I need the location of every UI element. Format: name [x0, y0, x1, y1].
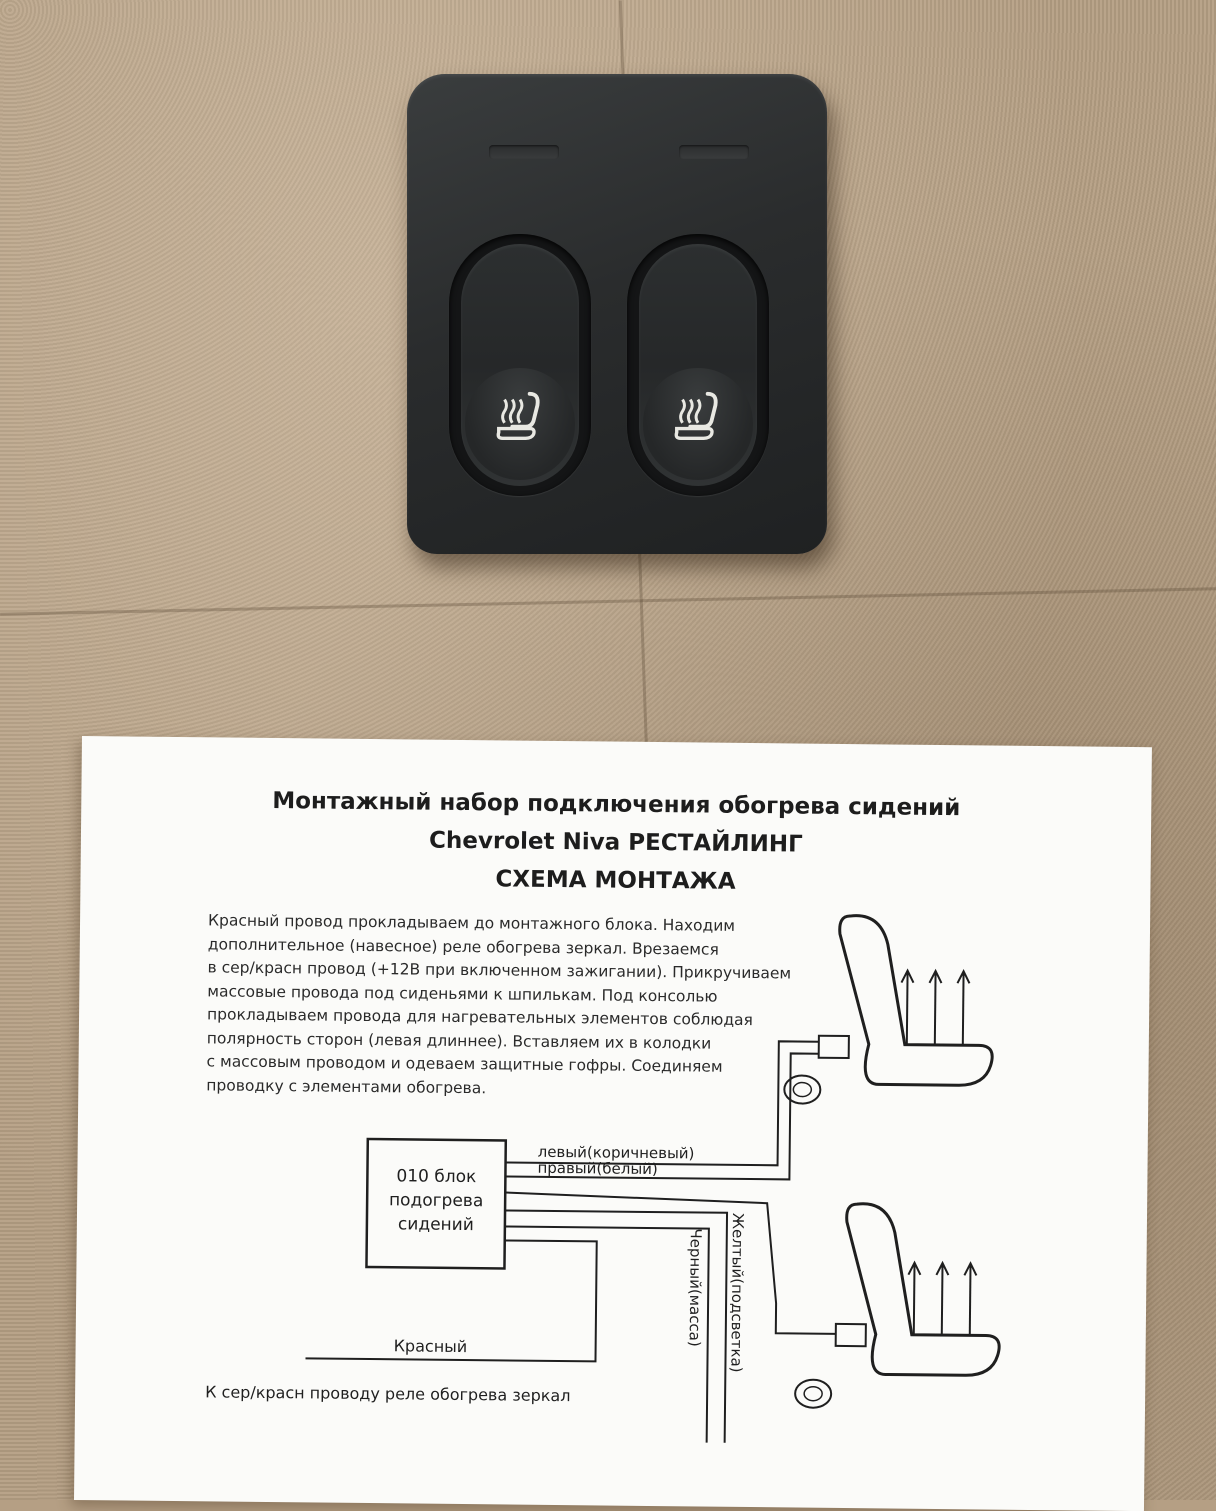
seat-heater-icon [496, 391, 540, 440]
ground-ring-top [783, 1074, 822, 1105]
block-label-line3: сидений [398, 1214, 474, 1235]
seat-heater-switch-panel [407, 74, 827, 554]
wire-red [305, 1239, 598, 1363]
switch-well-right [627, 234, 769, 496]
seat-bottom-drawing [794, 1202, 1001, 1409]
bottom-note: К сер/красн проводу реле обогрева зеркал [205, 1382, 571, 1405]
indicator-light-left [489, 145, 559, 159]
wire-yellow-label: Желтый(подсветка) [727, 1213, 747, 1373]
wire-left-brown [505, 1040, 819, 1167]
wire-right-white [505, 1052, 819, 1181]
instruction-sheet: Монтажный набор подключения обогрева сид… [73, 736, 1152, 1511]
button-press-zone [643, 368, 753, 480]
wire-red-label: Красный [394, 1336, 468, 1356]
wire-black [504, 1225, 710, 1443]
switch-well-left [449, 234, 591, 496]
wiring-diagram: 010 блок подогрева сидений левый(коричне… [205, 914, 1001, 1443]
seat-top-drawing [783, 914, 994, 1105]
indicator-light-right [679, 145, 749, 159]
heater-control-block [365, 1137, 508, 1270]
seat-heater-button-left[interactable] [461, 244, 579, 486]
seat-heater-icon [674, 391, 718, 440]
wire-black-label: Черный(масса) [686, 1228, 705, 1347]
block-label-line1: 010 блок [396, 1166, 476, 1187]
ground-ring-bottom [794, 1378, 833, 1409]
wire-bottom-seat [505, 1191, 836, 1335]
button-press-zone [465, 368, 575, 480]
wire-right-label: правый(белый) [537, 1159, 658, 1178]
seat-heater-button-right[interactable] [639, 244, 757, 486]
wire-yellow [505, 1209, 729, 1443]
block-label-line2: подогрева [389, 1190, 484, 1211]
wire-left-label: левый(коричневый) [538, 1143, 695, 1163]
